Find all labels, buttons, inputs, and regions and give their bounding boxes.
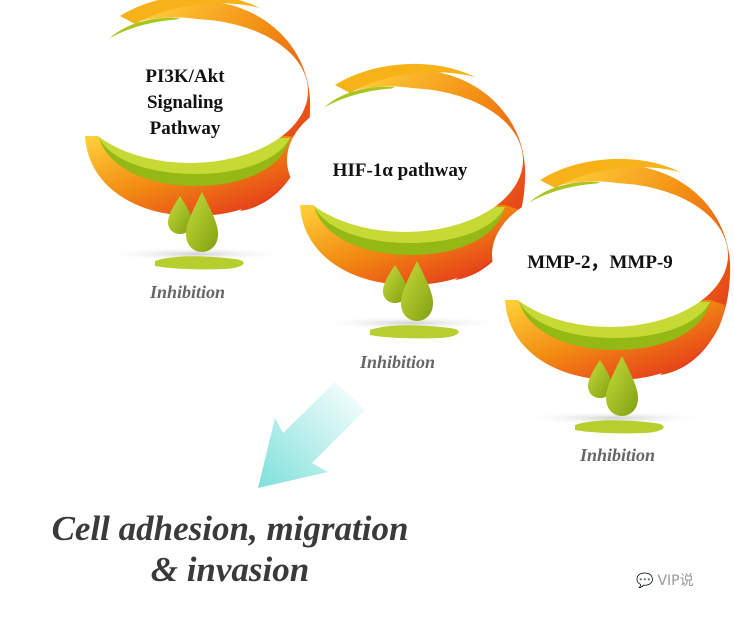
inhibition-label-mmp: Inhibition <box>580 445 656 465</box>
bubble-mmp <box>492 158 731 434</box>
node-hif-title: HIF-1α pathway <box>305 158 495 184</box>
node-pi3k-line2: Signaling <box>146 92 224 113</box>
conclusion-line2: & invasion <box>150 550 310 589</box>
conclusion-text: Cell adhesion, migration & invasion <box>20 508 440 590</box>
bubble-hif <box>287 63 526 339</box>
node-hif-line1: HIF-1α pathway <box>332 160 468 181</box>
chat-bubble-icon: 💬 <box>636 573 654 589</box>
conclusion-line1: Cell adhesion, migration <box>51 509 409 548</box>
inhibition-label-pi3k: Inhibition <box>150 282 226 302</box>
node-pi3k-title: PI3K/Akt Signaling Pathway <box>115 64 255 142</box>
watermark-text: VIP说 <box>657 573 694 589</box>
node-mmp-line1: MMP-2，MMP-9 <box>527 252 673 273</box>
watermark: 💬VIP说 <box>636 570 694 590</box>
node-pi3k-line1: PI3K/Akt <box>145 66 225 87</box>
node-pi3k-line3: Pathway <box>149 118 221 139</box>
inhibition-label-hif: Inhibition <box>360 352 436 372</box>
node-mmp-title: MMP-2，MMP-9 <box>505 250 695 276</box>
arrow-down-left-icon <box>258 382 365 488</box>
